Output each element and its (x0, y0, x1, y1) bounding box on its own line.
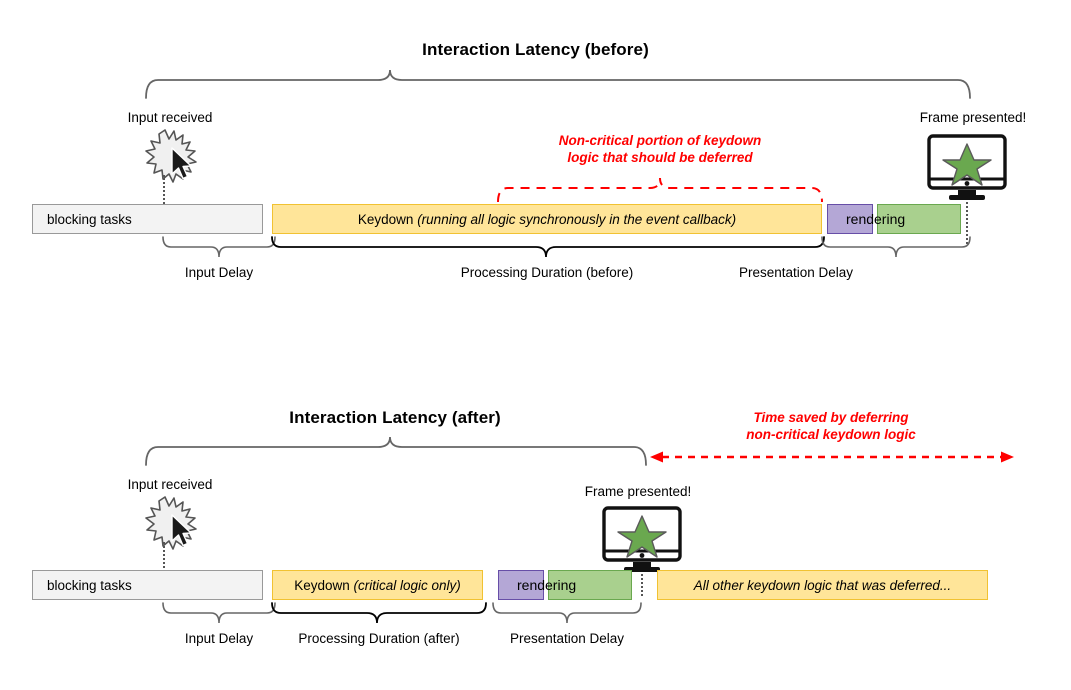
before-bar-keydown[interactable]: Keydown (running all logic synchronously… (272, 204, 822, 234)
before-input-delay-brace (162, 236, 276, 258)
before-frame-presented-label: Frame presented! (919, 110, 1027, 125)
after-phase-label-processing-duration: Processing Duration (after) (298, 631, 460, 646)
after-bar-keydown-label-italic: (critical logic only) (353, 577, 461, 593)
after-bar-presentation[interactable] (498, 570, 544, 600)
after-bar-blocking-label: blocking tasks (47, 577, 132, 593)
star-icon (617, 515, 667, 558)
before-annotation-line2: logic that should be deferred (567, 149, 753, 165)
after-annotation-line2: non-critical keydown logic (746, 426, 916, 442)
after-bar-blocking-tasks[interactable]: blocking tasks (32, 570, 263, 600)
before-bar-keydown-label-plain: Keydown (357, 211, 418, 227)
before-bar-blocking-tasks[interactable]: blocking tasks (32, 204, 263, 234)
after-bar-rendering[interactable] (548, 570, 632, 600)
after-processing-duration-brace (271, 602, 487, 624)
before-latency-brace (145, 69, 971, 99)
before-noncritical-brace (497, 177, 823, 203)
after-frame-connector (641, 574, 643, 596)
before-phase-label-presentation-delay: Presentation Delay (738, 265, 854, 280)
before-bar-keydown-label-italic: (running all logic synchronously in the … (417, 211, 737, 227)
before-phase-label-input-delay: Input Delay (184, 265, 254, 280)
after-input-connector (163, 542, 165, 568)
after-bar-keydown-label: Keydown (critical logic only) (273, 578, 482, 593)
monitor-icon (602, 506, 682, 572)
cursor-icon (171, 147, 192, 180)
before-rendering-text: rendering (846, 211, 906, 227)
before-processing-duration-brace (271, 236, 825, 258)
before-frame-connector (966, 202, 968, 244)
before-input-connector (163, 175, 165, 211)
monitor-icon (927, 134, 1007, 200)
before-annotation: Non-critical portion of keydown logic th… (480, 133, 840, 167)
after-annotation: Time saved by deferring non-critical key… (660, 410, 1002, 444)
star-icon (942, 143, 992, 186)
after-frame-presented-label: Frame presented! (584, 484, 692, 499)
after-bar-keydown[interactable]: Keydown (critical logic only) (272, 570, 483, 600)
before-annotation-line1: Non-critical portion of keydown (558, 133, 762, 148)
before-bar-keydown-label: Keydown (running all logic synchronously… (273, 212, 821, 227)
after-bar-deferred-label: All other keydown logic that was deferre… (693, 577, 952, 593)
after-input-delay-brace (162, 602, 276, 624)
after-rendering-text: rendering (517, 577, 577, 593)
after-phase-label-presentation-delay: Presentation Delay (509, 631, 625, 646)
before-phase-label-processing-duration: Processing Duration (before) (460, 265, 634, 280)
after-diagram: Interaction Latency (after) Time saved b… (0, 380, 1071, 690)
after-annotation-line1: Time saved by deferring (753, 410, 909, 425)
before-bar-blocking-label: blocking tasks (47, 211, 132, 227)
after-bar-keydown-label-plain: Keydown (294, 577, 354, 593)
after-phase-label-input-delay: Input Delay (184, 631, 254, 646)
after-presentation-delay-brace (492, 602, 642, 624)
after-title: Interaction Latency (after) (289, 408, 501, 427)
before-input-received-label: Input received (127, 110, 213, 125)
time-saved-arrow (650, 451, 1014, 463)
before-bar-presentation[interactable] (827, 204, 873, 234)
after-bar-deferred[interactable]: All other keydown logic that was deferre… (657, 570, 988, 600)
before-bar-rendering[interactable] (877, 204, 961, 234)
after-input-received-label: Input received (127, 477, 213, 492)
before-diagram: Interaction Latency (before) Input recei… (0, 0, 1071, 330)
cursor-icon (171, 514, 192, 547)
after-latency-brace (145, 436, 647, 466)
before-presentation-delay-brace (821, 236, 971, 258)
before-title: Interaction Latency (before) (422, 40, 649, 59)
